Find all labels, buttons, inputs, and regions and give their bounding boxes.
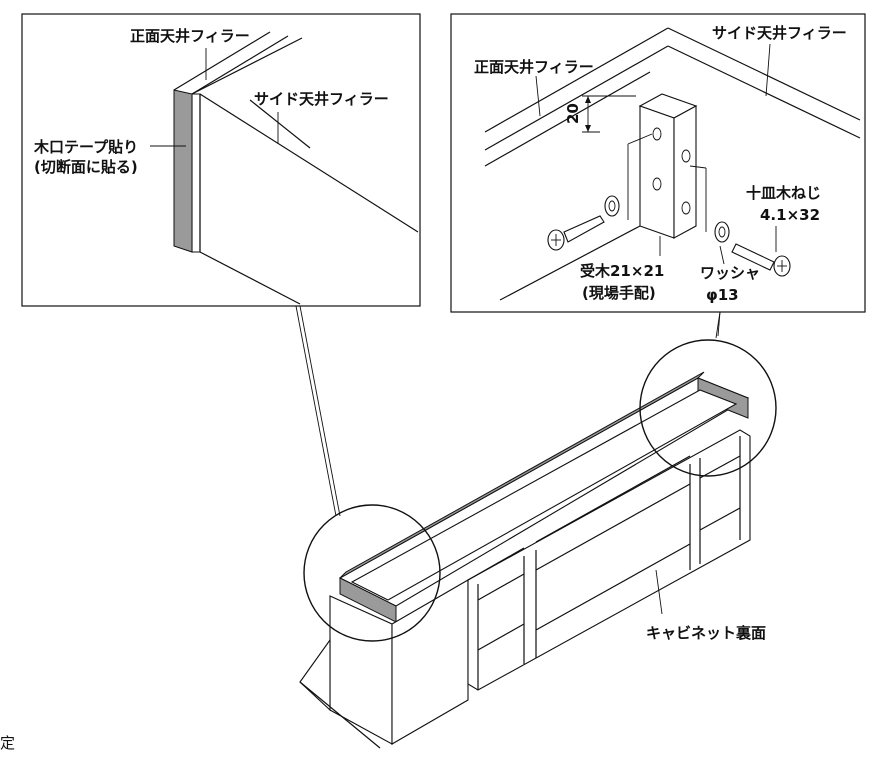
left-side-filler-label: サイド天井フィラー <box>254 90 389 108</box>
left-filler-drawing <box>150 31 419 305</box>
screw-right-shank <box>731 243 775 271</box>
screw-label: 十皿木ねじ <box>746 184 821 202</box>
filler-edge-front <box>339 371 705 579</box>
dimension-label: 20 <box>564 103 582 124</box>
cabinet-left-end <box>329 595 393 745</box>
left-magnifier-circle <box>303 504 441 642</box>
edge-tape-label: 木口テープ貼り <box>33 138 138 156</box>
washer-label: ワッシャ <box>700 264 760 282</box>
right-filler-drawing <box>484 27 861 337</box>
edge-tape-note: (切断面に貼る) <box>34 158 138 176</box>
callout-connectors <box>295 305 721 517</box>
left-filler-front-face <box>191 93 201 253</box>
support-note-label: (現場手配) <box>582 284 656 302</box>
cabinet-left-side <box>391 579 469 745</box>
left-detail-callout: 正面天井フィラー サイド天井フィラー 木口テープ貼り (切断面に貼る) <box>21 13 421 307</box>
washer-left <box>604 195 620 217</box>
cabinet-assembly <box>299 371 751 749</box>
left-callout-frame <box>21 13 421 307</box>
right-side-filler-label: サイド天井フィラー <box>712 24 847 42</box>
support-label: 受木21×21 <box>580 262 664 280</box>
washer-right <box>714 221 730 243</box>
right-front-filler-label: 正面天井フィラー <box>474 58 594 76</box>
support-block-side <box>673 105 697 239</box>
left-front-filler-label: 正面天井フィラー <box>130 27 250 45</box>
right-detail-callout: サイド天井フィラー 正面天井フィラー 20 十皿木ねじ 4.1×32 受木21×… <box>450 13 866 337</box>
screw-left-shank <box>563 215 605 243</box>
cabinet-back-label: キャビネット裏面 <box>646 624 766 642</box>
screw-size-label: 4.1×32 <box>760 206 820 224</box>
cabinet-back <box>467 429 751 691</box>
edge-cropped-char: 定 <box>0 734 15 752</box>
edge-tape-strip <box>173 89 193 253</box>
right-magnifier-circle <box>639 339 777 477</box>
washer-size-label: φ13 <box>706 286 739 304</box>
support-block-front <box>639 105 675 239</box>
